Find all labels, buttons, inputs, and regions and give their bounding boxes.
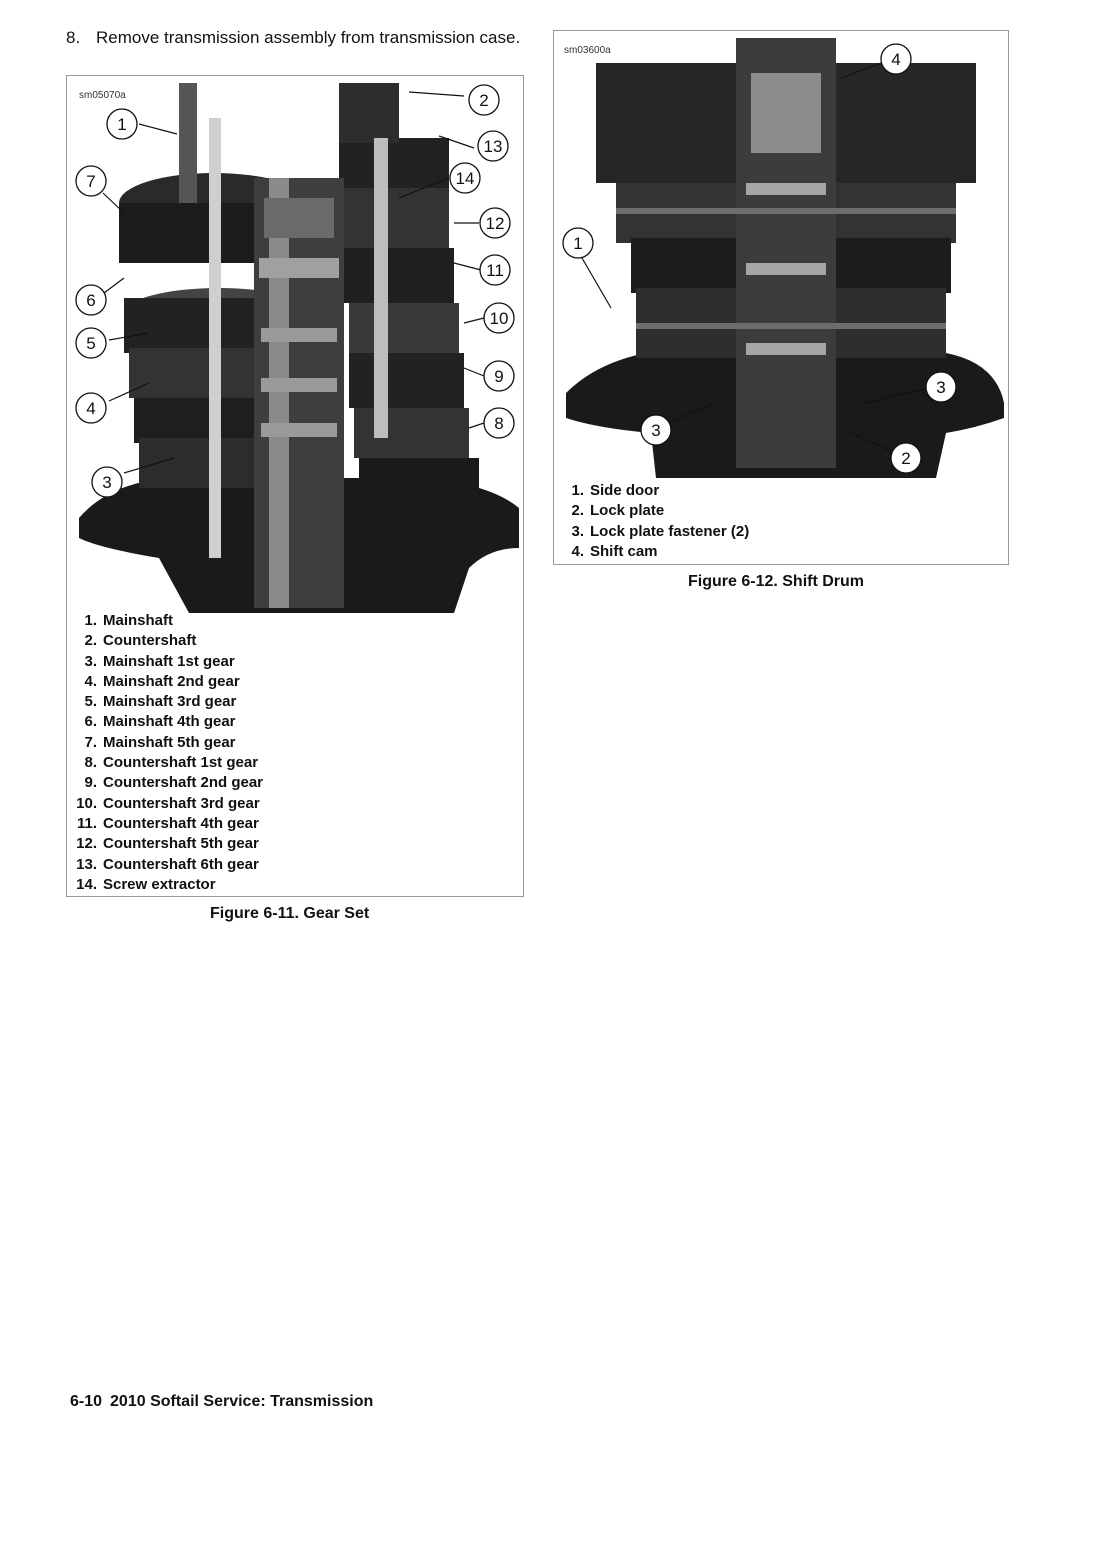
figure-gear-set: 1 2 13 7 14 12 11 6 10 5 9 4 8 3 sm05070… <box>66 75 524 897</box>
gear-set-illustration: 1 2 13 7 14 12 11 6 10 5 9 4 8 3 <box>69 78 521 613</box>
callout-3: 3 <box>102 473 111 492</box>
callout-6: 6 <box>86 291 95 310</box>
callout-14: 14 <box>456 169 475 188</box>
legend-item: 4.Mainshaft 2nd gear <box>84 672 240 690</box>
legend-item: 3.Mainshaft 1st gear <box>84 652 235 670</box>
legend-item: 9.Countershaft 2nd gear <box>84 774 264 792</box>
gear-set-photo: 1 2 13 7 14 12 11 6 10 5 9 4 8 3 <box>69 78 521 613</box>
callout-8: 8 <box>494 414 503 433</box>
callout-11: 11 <box>486 261 504 280</box>
legend-item: 6.Mainshaft 4th gear <box>84 713 236 731</box>
legend-item: 2.Lock plate <box>571 502 665 520</box>
callout-4: 4 <box>86 399 95 418</box>
callout-4: 4 <box>891 50 900 69</box>
legend-item: 8.Countershaft 1st gear <box>84 754 259 772</box>
callout-13: 13 <box>484 137 503 156</box>
callout-1: 1 <box>117 115 126 134</box>
shift-drum-illustration: 4 1 3 3 2 <box>556 33 1006 483</box>
callout-5: 5 <box>86 334 95 353</box>
gear-set-legend: 1.Mainshaft 2.Countershaft 3.Mainshaft 1… <box>67 611 263 895</box>
legend-item: 5.Mainshaft 3rd gear <box>84 693 237 711</box>
callout-1: 1 <box>573 234 582 253</box>
step-number: 8. <box>66 28 81 47</box>
callout-7: 7 <box>86 172 95 191</box>
step-text: Remove transmission assembly from transm… <box>96 28 521 47</box>
callout-2: 2 <box>901 449 910 468</box>
shift-drum-legend: 1.Side door 2.Lock plate 3.Lock plate fa… <box>554 481 749 562</box>
legend-item: 13.Countershaft 6th gear <box>76 855 259 873</box>
callout-10: 10 <box>490 309 509 328</box>
legend-item: 2.Countershaft <box>84 632 197 650</box>
page-footer: 6-10 2010 Softail Service: Transmission <box>70 1393 373 1411</box>
image-id: sm05070a <box>79 90 126 101</box>
legend-item: 11.Countershaft 4th gear <box>76 814 259 832</box>
callout-12: 12 <box>486 214 505 233</box>
callout-3: 3 <box>651 421 660 440</box>
legend-item: 14.Screw extractor <box>76 875 216 893</box>
figure-shift-drum: 4 1 3 3 2 sm03600a 1.Side door 2.Lock pl… <box>553 30 1009 565</box>
image-id: sm03600a <box>564 45 611 56</box>
shift-drum-photo: 4 1 3 3 2 <box>556 33 1006 483</box>
legend-item: 1.Side door <box>571 482 660 499</box>
legend-item: 12.Countershaft 5th gear <box>76 835 259 853</box>
figure-caption: Figure 6-12. Shift Drum <box>688 573 865 590</box>
legend-item: 1.Mainshaft <box>84 612 174 629</box>
step-8: 8. Remove transmission assembly from tran… <box>66 28 520 48</box>
legend-item: 7.Mainshaft 5th gear <box>84 733 236 751</box>
page-number: 6-10 <box>70 1393 103 1410</box>
footer-title: 2010 Softail Service: Transmission <box>110 1393 374 1410</box>
legend-item: 4.Shift cam <box>571 542 658 560</box>
figure-caption: Figure 6-11. Gear Set <box>210 905 370 922</box>
legend-item: 10.Countershaft 3rd gear <box>76 794 260 812</box>
callout-3: 3 <box>936 378 945 397</box>
callout-2: 2 <box>479 91 488 110</box>
callout-9: 9 <box>494 367 503 386</box>
legend-item: 3.Lock plate fastener (2) <box>571 522 750 540</box>
